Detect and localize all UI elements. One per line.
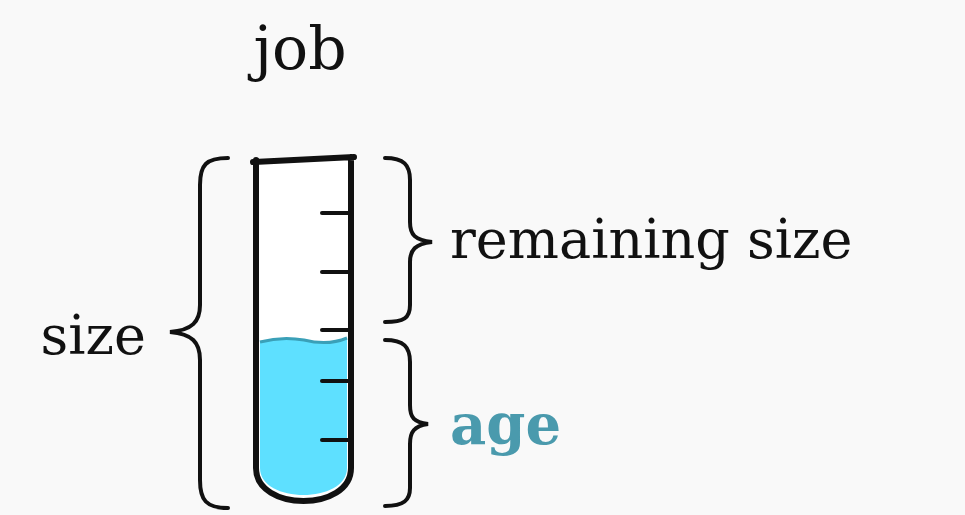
remaining-size-label: remaining size — [450, 213, 852, 267]
age-brace — [385, 340, 428, 506]
remaining-size-brace — [385, 158, 432, 322]
tick-marks — [322, 213, 349, 440]
title-label: job — [253, 18, 346, 78]
size-label: size — [41, 309, 146, 363]
tube-outline — [253, 157, 354, 501]
age-label: age — [450, 396, 561, 452]
size-brace — [170, 158, 228, 508]
liquid-surface — [260, 338, 347, 343]
tube-fill — [256, 158, 351, 501]
liquid — [260, 338, 347, 495]
